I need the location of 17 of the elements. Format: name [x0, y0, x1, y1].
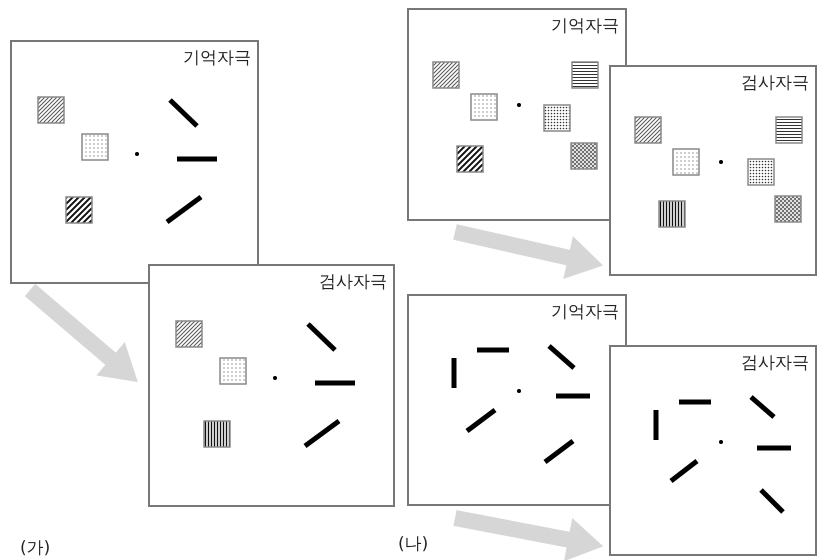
arrow	[453, 510, 604, 560]
panel-title: 기억자극	[551, 15, 619, 37]
stimulus-panel	[609, 345, 817, 556]
panel-title: 기억자극	[183, 47, 251, 69]
panel-title: 기억자극	[551, 301, 619, 323]
panel-label: (나)	[398, 533, 428, 555]
panel-title: 검사자극	[741, 352, 809, 374]
stimulus-panel	[407, 294, 627, 506]
stimulus-panel	[609, 65, 817, 276]
panel-title: 검사자극	[741, 72, 809, 94]
arrow	[24, 284, 138, 382]
panel-label: (가)	[20, 537, 50, 559]
stimulus-panel	[148, 264, 395, 507]
stimulus-panel	[407, 8, 627, 221]
arrow	[453, 224, 604, 280]
panel-title: 검사자극	[319, 271, 387, 293]
stimulus-panel	[10, 40, 259, 284]
